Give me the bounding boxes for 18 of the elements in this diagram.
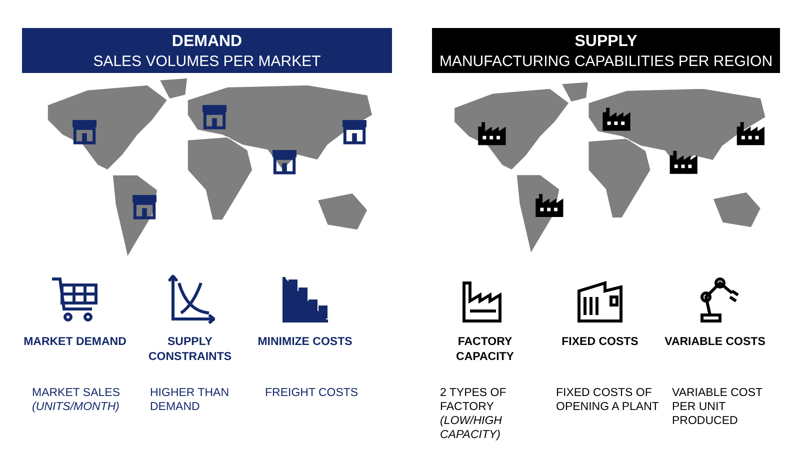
icon-caption: VARIABLE COSTS bbox=[664, 335, 766, 350]
section-heading: SUPPLY bbox=[574, 33, 638, 51]
supply-header-band bbox=[432, 28, 780, 73]
description-text: FIXED COSTS OF OPENING A PLANT bbox=[556, 386, 660, 414]
icon-caption: FACTORY CAPACITY bbox=[455, 335, 515, 365]
icon-caption: FIXED COSTS bbox=[560, 335, 640, 350]
description-text: VARIABLE COST PER UNIT PRODUCED bbox=[672, 386, 764, 428]
description-text: FREIGHT COSTS bbox=[265, 386, 360, 400]
section-subheading: SALES VOLUMES PER MARKET bbox=[92, 53, 322, 70]
icon-caption: MINIMIZE COSTS bbox=[256, 335, 354, 350]
description-text: HIGHER THAN DEMAND bbox=[150, 386, 230, 414]
section-heading: DEMAND bbox=[170, 33, 244, 51]
section-subheading: MANUFACTURING CAPABILITIES PER REGION bbox=[438, 53, 774, 70]
demand-header-band bbox=[22, 28, 392, 73]
description-text: MARKET SALES (UNITS/MONTH) bbox=[32, 386, 121, 414]
icon-caption: MARKET DEMAND bbox=[22, 335, 128, 350]
description-text: 2 TYPES OF FACTORY (LOW/HIGH CAPACITY) bbox=[440, 386, 508, 442]
icon-caption: SUPPLY CONSTRAINTS bbox=[147, 335, 233, 365]
